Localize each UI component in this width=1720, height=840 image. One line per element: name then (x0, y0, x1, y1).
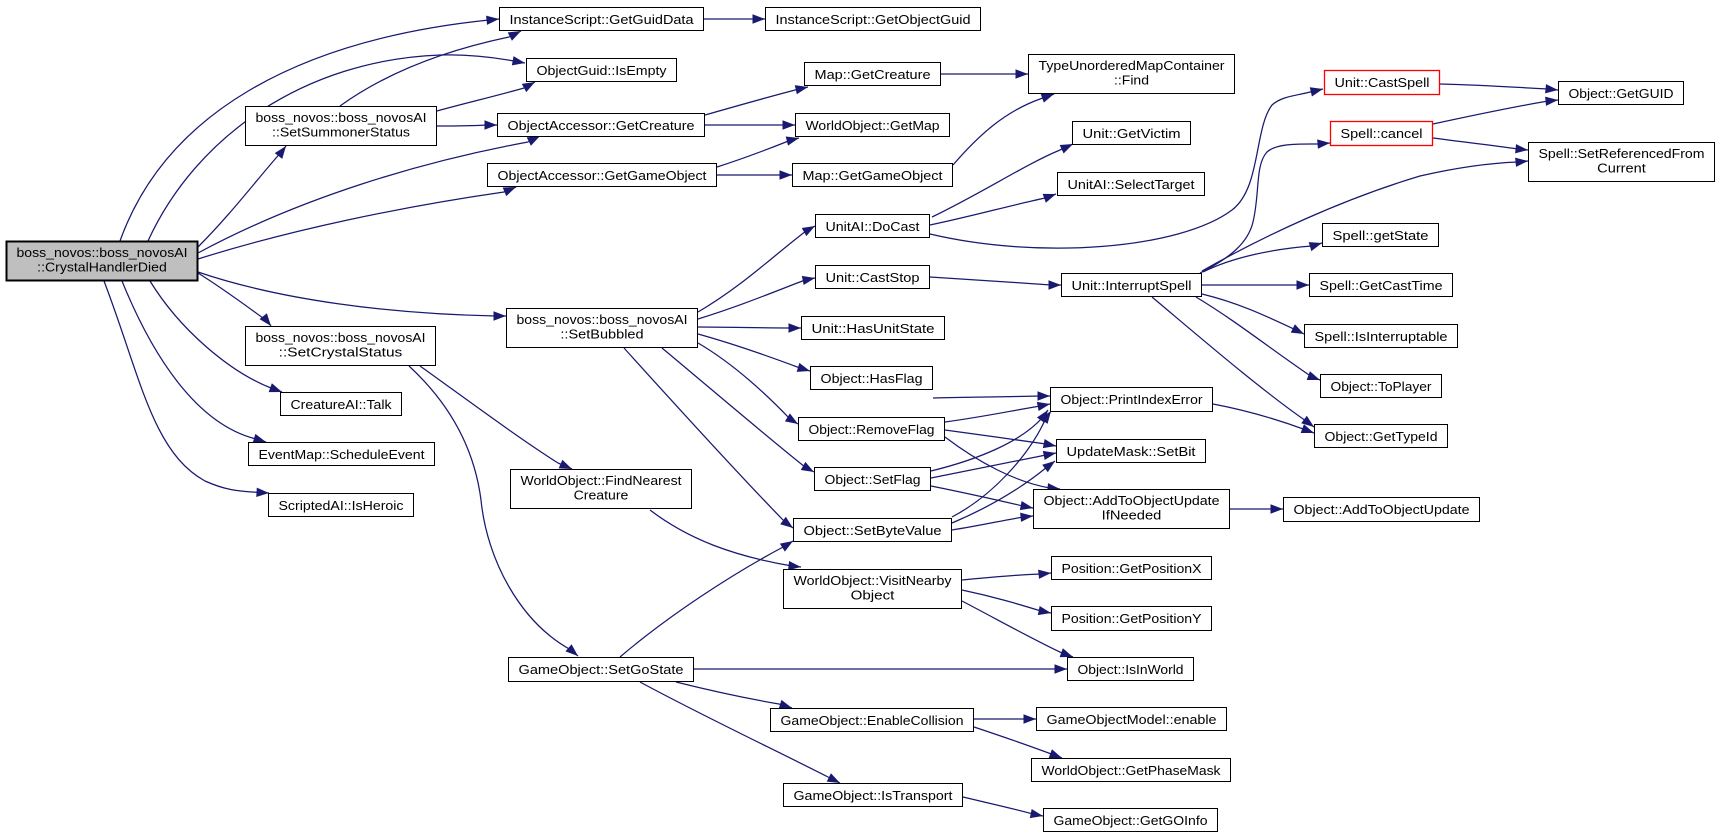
svg-text:Creature: Creature (574, 488, 629, 503)
svg-text:Object::PrintIndexError: Object::PrintIndexError (1061, 392, 1204, 407)
svg-text:Object: Object (851, 588, 895, 603)
svg-text:Object::HasFlag: Object::HasFlag (821, 371, 923, 386)
svg-text:ObjectAccessor::GetGameObject: ObjectAccessor::GetGameObject (498, 168, 707, 183)
svg-text:Current: Current (1597, 161, 1646, 176)
svg-text:Spell::IsInterruptable: Spell::IsInterruptable (1315, 329, 1448, 344)
svg-text:ScriptedAI::IsHeroic: ScriptedAI::IsHeroic (279, 498, 404, 513)
svg-text:ObjectGuid::IsEmpty: ObjectGuid::IsEmpty (537, 63, 667, 78)
svg-text:::CrystalHandlerDied: ::CrystalHandlerDied (37, 260, 167, 275)
svg-text:Object::RemoveFlag: Object::RemoveFlag (809, 422, 935, 437)
svg-text:Spell::GetCastTime: Spell::GetCastTime (1320, 278, 1443, 293)
svg-text:InstanceScript::GetGuidData: InstanceScript::GetGuidData (510, 12, 695, 27)
svg-text:UnitAI::SelectTarget: UnitAI::SelectTarget (1068, 177, 1195, 192)
svg-text:Object::SetFlag: Object::SetFlag (825, 472, 921, 487)
svg-text:Object::SetByteValue: Object::SetByteValue (804, 523, 942, 538)
svg-text:Object::AddToObjectUpdate: Object::AddToObjectUpdate (1044, 493, 1220, 508)
svg-text:Unit::GetVictim: Unit::GetVictim (1083, 126, 1181, 141)
svg-text:EventMap::ScheduleEvent: EventMap::ScheduleEvent (259, 447, 425, 462)
svg-text:InstanceScript::GetObjectGuid: InstanceScript::GetObjectGuid (776, 12, 971, 27)
svg-text:GameObject::IsTransport: GameObject::IsTransport (794, 788, 953, 803)
svg-text:Spell::SetReferencedFrom: Spell::SetReferencedFrom (1539, 146, 1705, 161)
svg-text:boss_novos::boss_novosAI: boss_novos::boss_novosAI (256, 110, 427, 125)
svg-text:Position::GetPositionY: Position::GetPositionY (1062, 611, 1202, 626)
svg-text:Unit::HasUnitState: Unit::HasUnitState (812, 321, 935, 336)
svg-text:boss_novos::boss_novosAI: boss_novos::boss_novosAI (17, 245, 188, 260)
svg-text:WorldObject::GetPhaseMask: WorldObject::GetPhaseMask (1042, 763, 1221, 778)
svg-text:GameObjectModel::enable: GameObjectModel::enable (1047, 712, 1217, 727)
svg-text:WorldObject::VisitNearby: WorldObject::VisitNearby (794, 573, 952, 588)
svg-text:::SetCrystalStatus: ::SetCrystalStatus (279, 345, 403, 360)
svg-text:Unit::InterruptSpell: Unit::InterruptSpell (1072, 278, 1192, 293)
svg-text:UpdateMask::SetBit: UpdateMask::SetBit (1067, 444, 1196, 459)
svg-text:Object::AddToObjectUpdate: Object::AddToObjectUpdate (1294, 502, 1470, 517)
svg-text:WorldObject::GetMap: WorldObject::GetMap (806, 118, 940, 133)
svg-text:CreatureAI::Talk: CreatureAI::Talk (291, 397, 392, 412)
svg-text:::SetBubbled: ::SetBubbled (560, 327, 643, 342)
svg-text:Unit::CastSpell: Unit::CastSpell (1335, 75, 1430, 90)
svg-text:UnitAI::DoCast: UnitAI::DoCast (826, 219, 920, 234)
svg-text:ObjectAccessor::GetCreature: ObjectAccessor::GetCreature (508, 118, 695, 133)
svg-text:::SetSummonerStatus: ::SetSummonerStatus (272, 125, 410, 140)
svg-text:Spell::getState: Spell::getState (1333, 228, 1429, 243)
svg-text:TypeUnorderedMapContainer: TypeUnorderedMapContainer (1039, 58, 1226, 73)
svg-text:::Find: ::Find (1114, 73, 1149, 88)
svg-text:Object::ToPlayer: Object::ToPlayer (1331, 379, 1433, 394)
svg-text:IfNeeded: IfNeeded (1102, 508, 1162, 523)
svg-text:GameObject::GetGOInfo: GameObject::GetGOInfo (1054, 813, 1208, 828)
svg-text:Unit::CastStop: Unit::CastStop (826, 270, 920, 285)
svg-text:Spell::cancel: Spell::cancel (1341, 126, 1423, 141)
svg-text:GameObject::EnableCollision: GameObject::EnableCollision (781, 713, 964, 728)
svg-text:boss_novos::boss_novosAI: boss_novos::boss_novosAI (256, 330, 426, 345)
svg-text:Position::GetPositionX: Position::GetPositionX (1062, 561, 1202, 576)
svg-text:Map::GetGameObject: Map::GetGameObject (803, 168, 943, 183)
svg-text:WorldObject::FindNearest: WorldObject::FindNearest (521, 473, 682, 488)
svg-text:Map::GetCreature: Map::GetCreature (815, 67, 931, 82)
svg-text:Object::IsInWorld: Object::IsInWorld (1078, 662, 1184, 677)
svg-text:Object::GetTypeId: Object::GetTypeId (1325, 429, 1438, 444)
svg-text:boss_novos::boss_novosAI: boss_novos::boss_novosAI (517, 312, 688, 327)
svg-text:Object::GetGUID: Object::GetGUID (1569, 86, 1674, 101)
svg-text:GameObject::SetGoState: GameObject::SetGoState (519, 662, 684, 677)
